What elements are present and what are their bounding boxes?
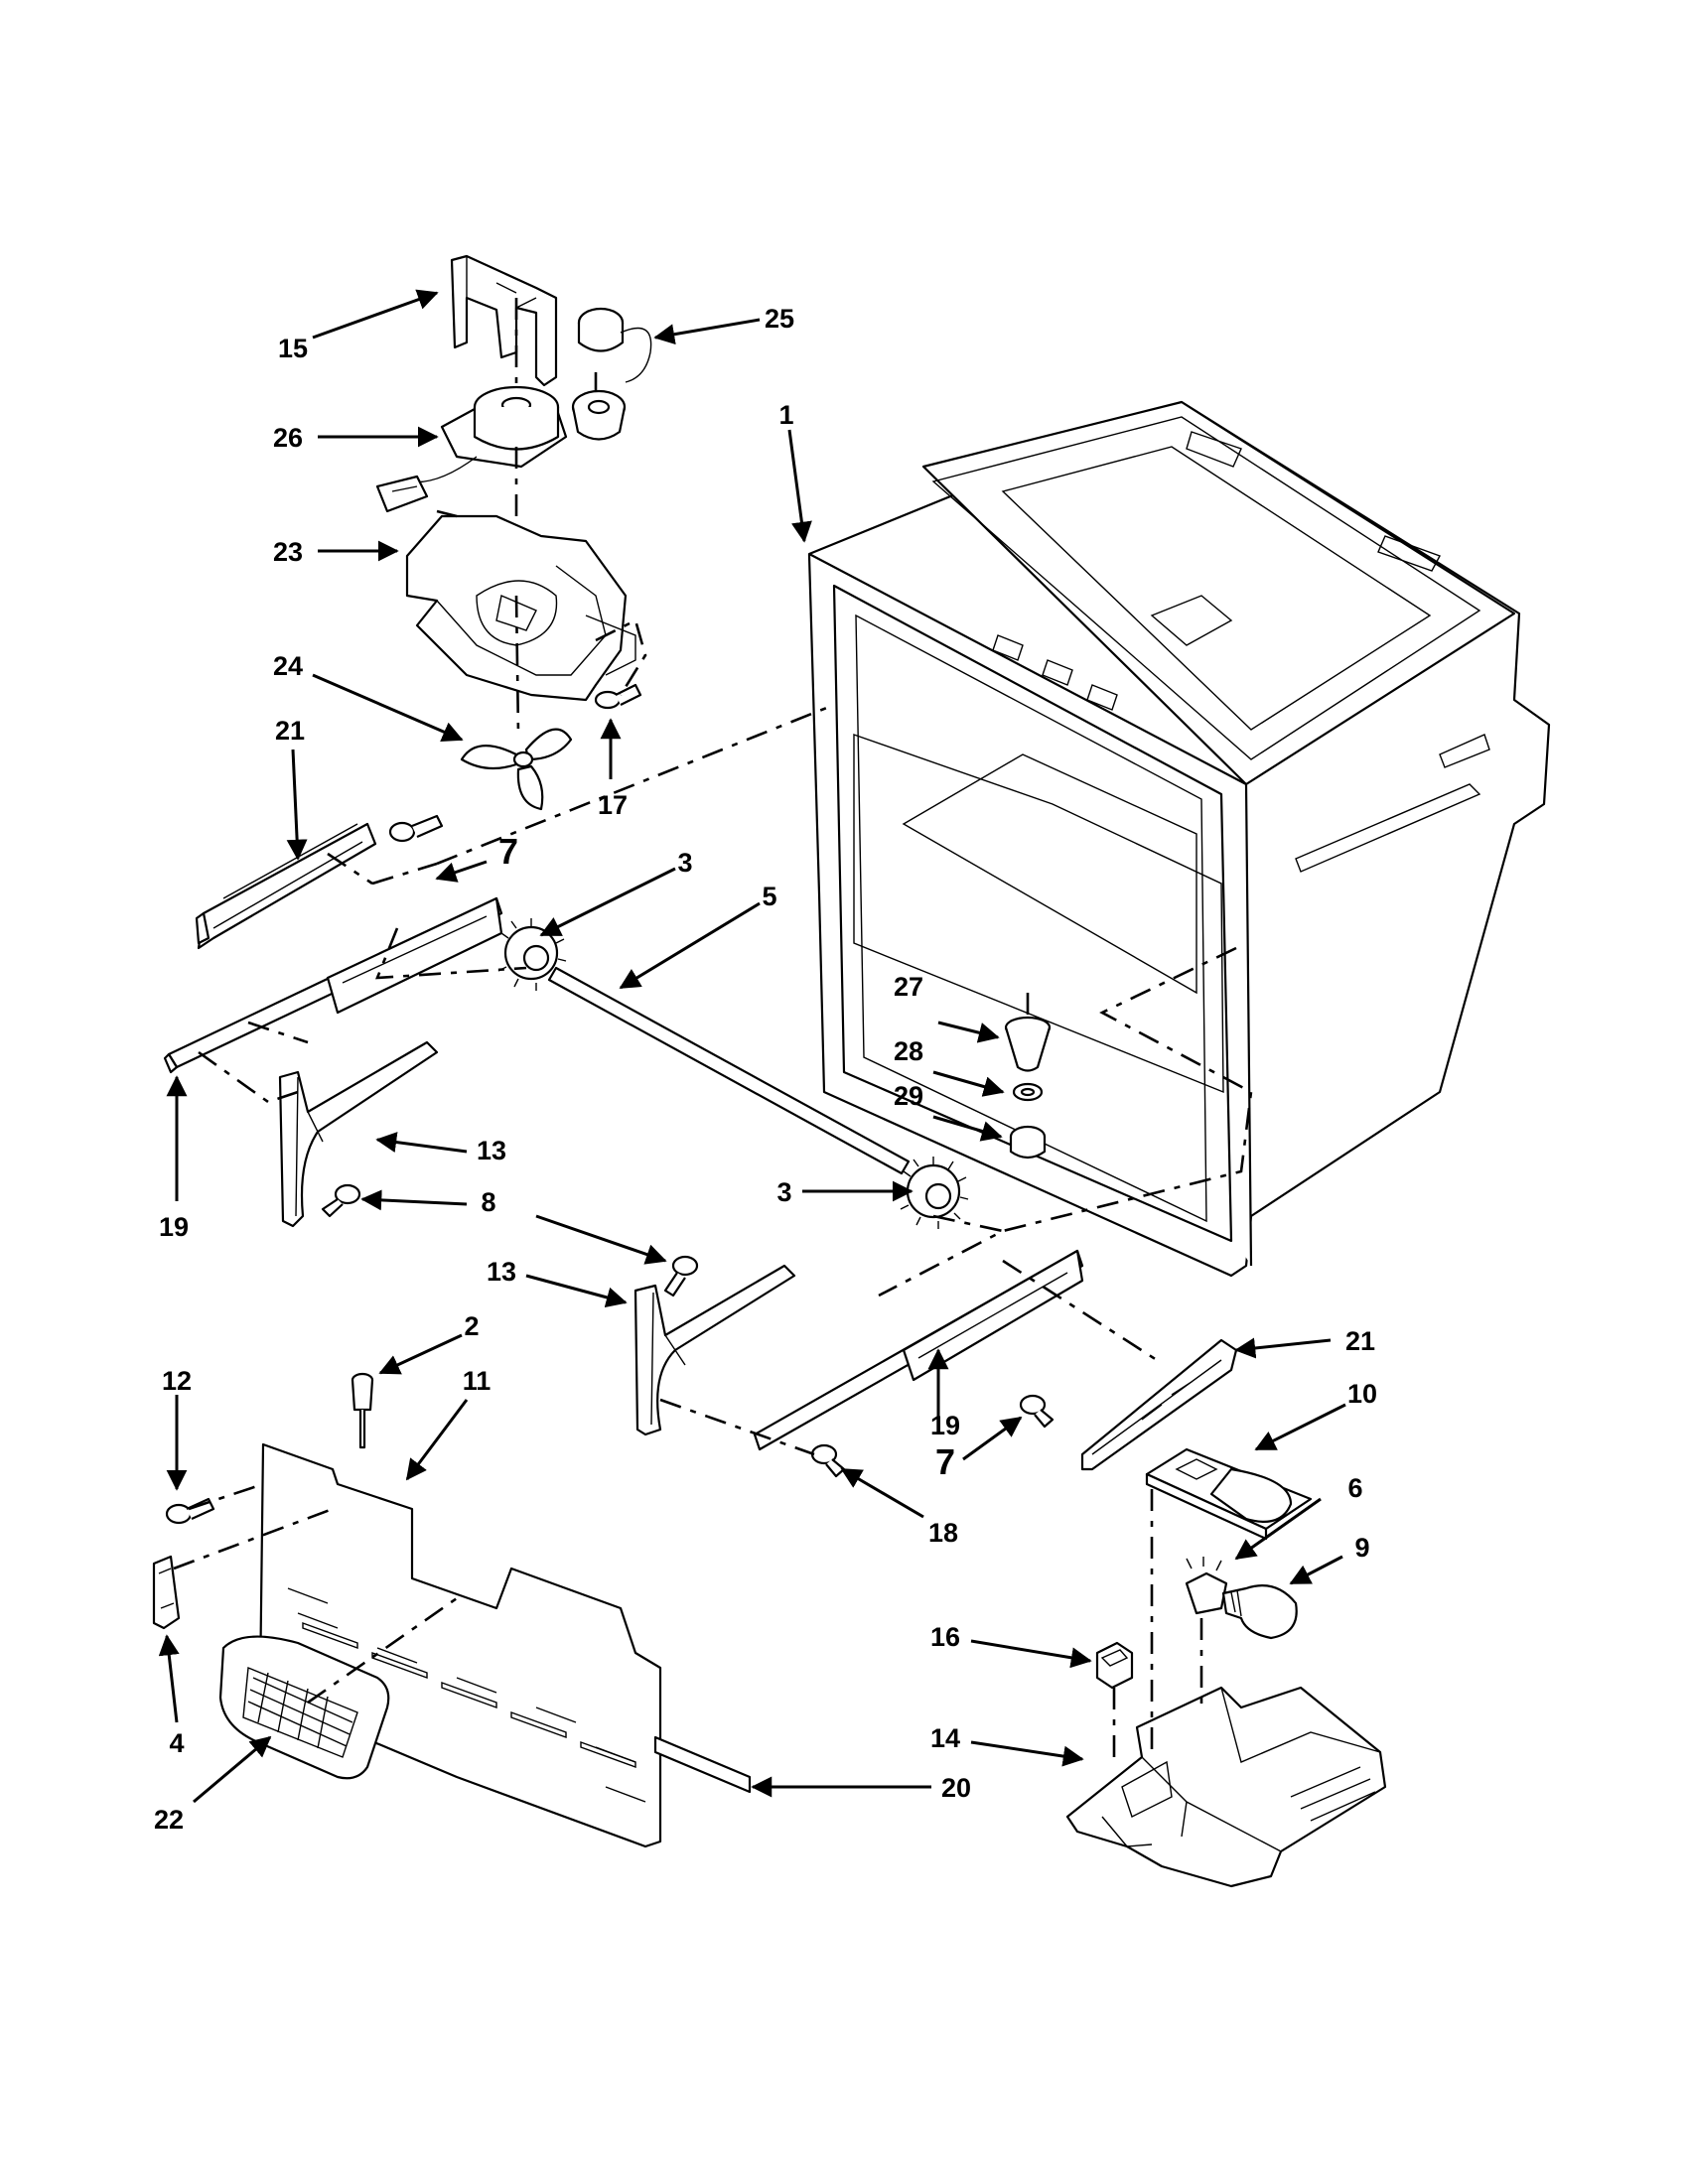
part-28-washer	[1012, 1082, 1044, 1102]
leader-arrows	[158, 289, 1346, 1804]
callout-15: 15	[278, 334, 308, 363]
part-10-lamp-cover	[1145, 1447, 1313, 1541]
part-8-screw	[663, 1255, 699, 1297]
part-13-left-bracket	[278, 1040, 439, 1228]
callout-1: 1	[778, 400, 793, 430]
callout-28: 28	[894, 1036, 923, 1066]
part-2-pin	[351, 1372, 374, 1449]
callout-20: 20	[941, 1773, 971, 1803]
callout-10: 10	[1347, 1379, 1377, 1409]
callout-29: 29	[894, 1081, 923, 1111]
part-15-duct-cover	[450, 254, 558, 387]
callout-12: 12	[162, 1366, 192, 1396]
callout-9: 9	[1354, 1533, 1369, 1563]
part-1-freezer-bin	[807, 400, 1551, 1278]
callout-3-lower: 3	[776, 1177, 791, 1207]
callout-23: 23	[273, 537, 303, 567]
part-21-left-bracket	[195, 822, 377, 950]
callout-18: 18	[928, 1518, 958, 1548]
part-18-screw	[810, 1443, 846, 1478]
callout-13-left: 13	[477, 1136, 506, 1165]
alignment-lines	[173, 298, 1253, 1757]
callout-2: 2	[464, 1311, 479, 1341]
callout-24: 24	[273, 651, 303, 681]
part-26-fan-motor	[375, 385, 568, 513]
callout-16: 16	[930, 1622, 960, 1652]
part-14-lamp-housing	[1065, 1686, 1387, 1888]
part-17-screw	[594, 683, 642, 710]
part-23-fan-housing	[405, 514, 636, 702]
part-5-shaft	[547, 966, 911, 1175]
callout-22: 22	[154, 1805, 184, 1835]
part-19-right-rail	[753, 1249, 1084, 1451]
part-11-rear-panel	[258, 1442, 662, 1848]
part-27-roller-cap	[1004, 1016, 1052, 1072]
callout-labels: 1 2 3 3 4 5 6 7 7 8 9 10 11 12 13 13 14 …	[154, 304, 1377, 1835]
callout-19-left: 19	[159, 1212, 189, 1242]
callout-5: 5	[762, 882, 776, 911]
callout-4: 4	[169, 1728, 184, 1758]
callout-21-left: 21	[275, 716, 305, 746]
callout-11: 11	[463, 1366, 492, 1396]
part-6-lamp-socket	[1185, 1557, 1228, 1615]
callout-17: 17	[598, 790, 628, 820]
callout-13-center: 13	[487, 1257, 516, 1287]
callout-21-right: 21	[1345, 1326, 1375, 1356]
part-7-left-screw	[388, 814, 444, 843]
part-20-strip	[653, 1735, 752, 1794]
part-7-right-screw	[1019, 1394, 1055, 1429]
callout-25: 25	[765, 304, 794, 334]
part-21-right-bracket	[1080, 1338, 1238, 1471]
part-3-lower-gear	[900, 1157, 969, 1229]
part-29-roller	[1009, 1125, 1047, 1160]
part-9-light-bulb	[1221, 1584, 1298, 1640]
callout-27: 27	[894, 972, 923, 1002]
callout-19-right: 19	[930, 1411, 960, 1440]
part-25-sensor-assembly	[571, 307, 652, 441]
callout-14: 14	[930, 1723, 960, 1753]
part-8b-screw	[321, 1183, 361, 1218]
callout-3-upper: 3	[677, 848, 692, 878]
callout-7-left: 7	[498, 831, 518, 872]
callout-6: 6	[1347, 1473, 1362, 1503]
callout-7-right: 7	[935, 1441, 955, 1482]
part-13-center-bracket	[633, 1264, 796, 1436]
part-24-fan-blade	[460, 728, 573, 811]
part-16-switch	[1095, 1641, 1134, 1690]
callout-26: 26	[273, 423, 303, 453]
part-4-clip	[152, 1555, 181, 1630]
callout-8: 8	[481, 1187, 495, 1217]
